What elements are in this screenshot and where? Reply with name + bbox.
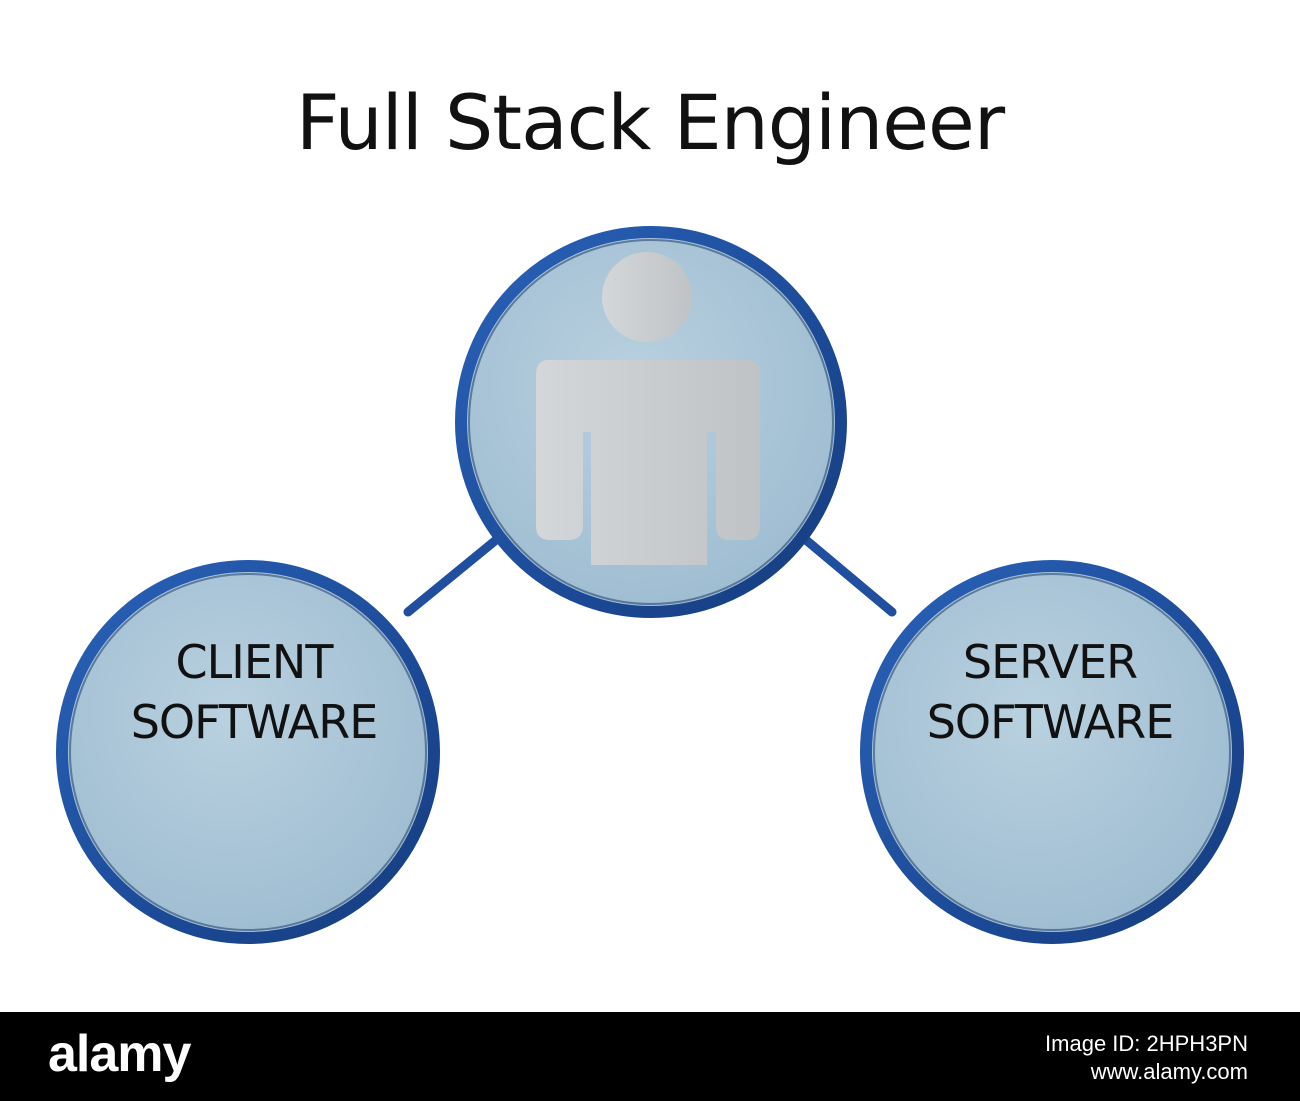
- diagram-graphic: [56, 226, 1244, 944]
- site-url: www.alamy.com: [1090, 1059, 1248, 1084]
- diagram-title: Full Stack Engineer: [295, 78, 1005, 167]
- client-node-label: CLIENT SOFTWARE: [74, 632, 434, 752]
- server-node-label: SERVER SOFTWARE: [870, 632, 1230, 752]
- server-label-line1: SERVER: [962, 635, 1138, 689]
- image-id-label: Image ID: 2HPH3PN: [1045, 1031, 1248, 1056]
- server-node: [860, 560, 1244, 944]
- person-icon: [536, 252, 760, 565]
- client-node: [56, 560, 440, 944]
- alamy-logo: alamy: [48, 1025, 191, 1083]
- footer-info: Image ID: 2HPH3PN www.alamy.com: [1045, 1030, 1248, 1086]
- connector-client: [403, 535, 501, 617]
- client-label-line1: CLIENT: [175, 635, 334, 689]
- footer-bar: alamy Image ID: 2HPH3PN www.alamy.com: [0, 1012, 1300, 1101]
- connector-server: [801, 535, 897, 617]
- client-label-line2: SOFTWARE: [130, 695, 379, 749]
- server-label-line2: SOFTWARE: [926, 695, 1175, 749]
